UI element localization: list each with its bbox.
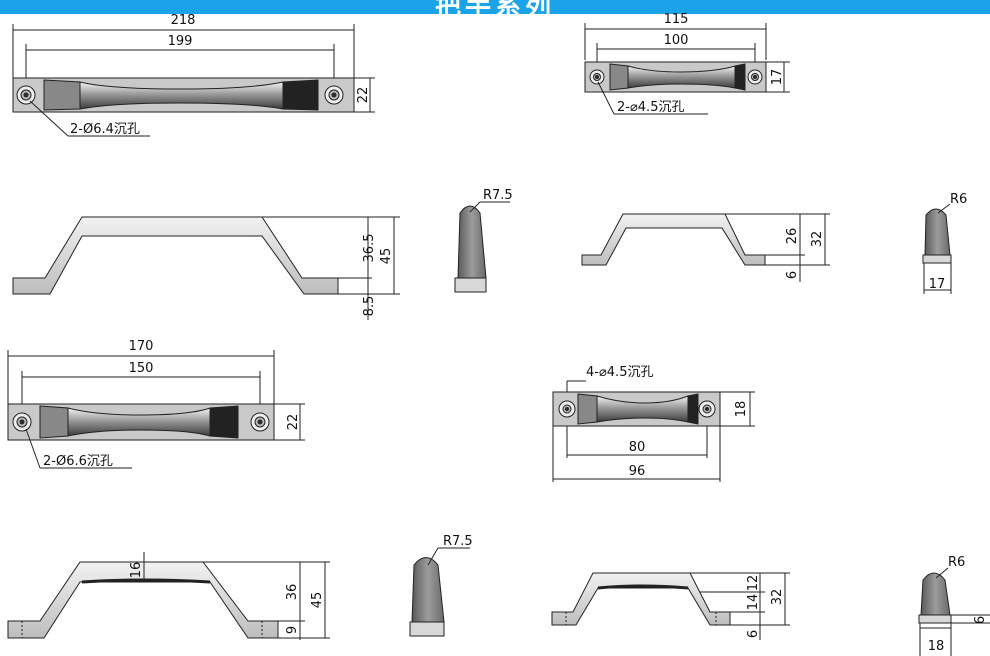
handle-115-top-view (584, 23, 790, 115)
dim-36-5: 36.5 (362, 234, 377, 263)
dim-hole-span-100: 100 (664, 33, 689, 48)
dim-32-b: 32 (770, 589, 785, 606)
dim-width-17: 17 (929, 277, 946, 292)
handle-115-profile (922, 203, 952, 294)
dim-26: 26 (785, 228, 800, 245)
label-holes-4-5: 2-⌀4.5沉孔 (617, 100, 684, 115)
dim-36: 36 (285, 584, 300, 601)
handle-170-profile (409, 547, 470, 637)
handle-96-side-view (551, 572, 790, 640)
dim-height-22-b: 22 (286, 414, 301, 431)
label-holes-6-4: 2-Ø6.4沉孔 (70, 122, 140, 137)
dim-base-6: 6 (973, 616, 988, 624)
dim-12: 12 (746, 575, 761, 592)
dim-overall-170: 170 (129, 339, 154, 354)
dim-overall-96: 96 (629, 464, 646, 479)
label-radius-r7-5-bottom: R7.5 (443, 534, 473, 549)
dim-45: 45 (379, 248, 394, 265)
dim-hole-span-150: 150 (129, 361, 154, 376)
dim-thickness-16: 16 (129, 562, 144, 579)
dim-height-17: 17 (770, 69, 785, 86)
dim-overall-115: 115 (664, 12, 689, 27)
dim-width-18: 18 (928, 639, 945, 654)
banner-title: 把手系列 (0, 0, 990, 14)
dim-45-b: 45 (310, 592, 325, 609)
handle-115-side-view (581, 213, 830, 282)
dim-32: 32 (810, 231, 825, 248)
handle-170-side-view (7, 552, 330, 640)
dim-9: 9 (285, 626, 300, 634)
handle-170-top-view (7, 350, 305, 469)
handle-218-top-view (12, 24, 375, 137)
dim-6-b: 6 (746, 630, 761, 638)
handle-218-side-view (12, 216, 400, 320)
dim-height-18: 18 (734, 401, 749, 418)
dim-8-5: 8.5 (362, 296, 377, 317)
dim-height-22: 22 (356, 87, 371, 104)
label-radius-r7-5-top: R7.5 (483, 188, 513, 203)
dim-overall-218: 218 (171, 13, 196, 28)
label-radius-r6-bottom: R6 (948, 555, 965, 570)
handle-218-profile (454, 201, 510, 293)
dim-hole-span-199: 199 (168, 34, 193, 49)
label-radius-r6-top: R6 (950, 192, 967, 207)
label-holes-4x4-5: 4-⌀4.5沉孔 (586, 365, 653, 380)
label-holes-6-6: 2-Ø6.6沉孔 (43, 454, 113, 469)
dim-14: 14 (746, 594, 761, 611)
dim-hole-span-80: 80 (629, 440, 646, 455)
handle-96-profile (918, 567, 990, 656)
dim-6: 6 (785, 271, 800, 279)
handle-96-top-view (552, 380, 755, 482)
series-banner: 把手系列 (0, 0, 990, 14)
